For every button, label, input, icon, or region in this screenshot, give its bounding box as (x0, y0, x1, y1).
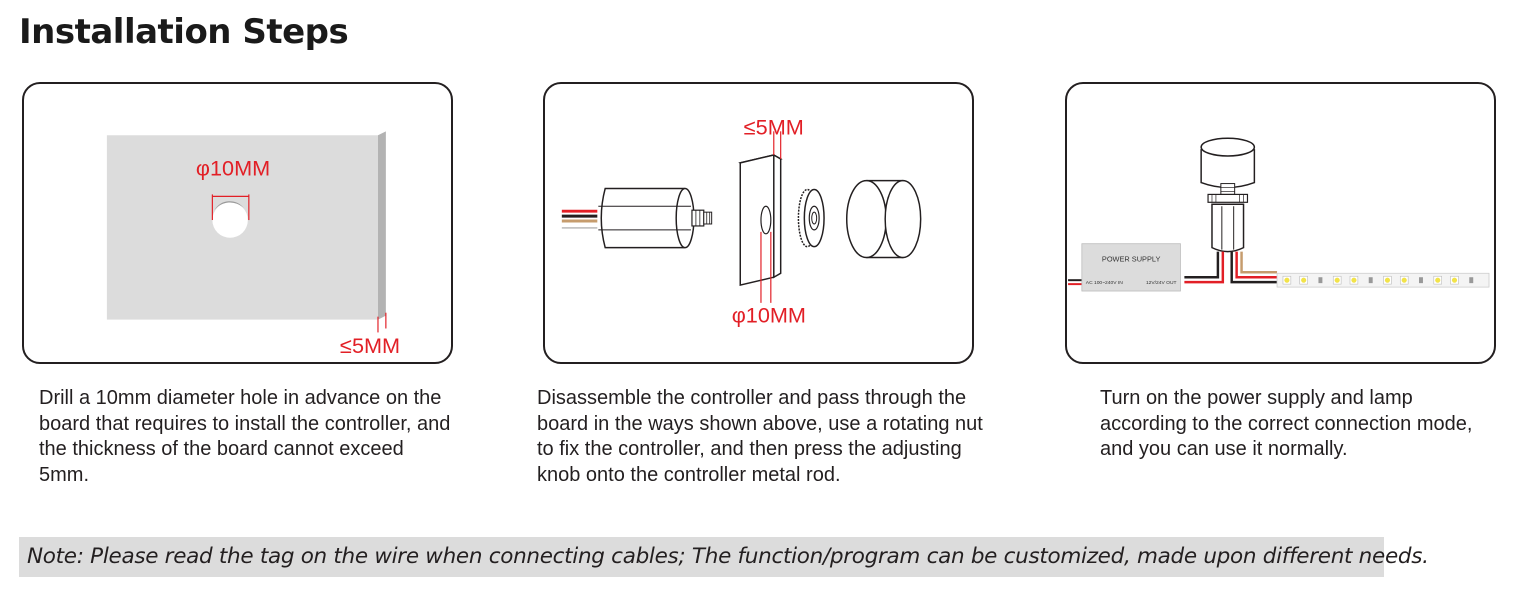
led-light (1351, 277, 1357, 283)
adjusting-knob (845, 179, 922, 259)
hole-diameter-label: φ10MM (732, 303, 806, 328)
led-light (1334, 277, 1340, 283)
adjusting-knob (1200, 137, 1256, 189)
power-output-label: 12V/24V OUT (1146, 280, 1177, 286)
led-resistor (1469, 277, 1474, 284)
step-3-description: Turn on the power supply and lamp accord… (1100, 387, 1473, 460)
power-supply-label: POWER SUPPLY (1102, 254, 1161, 263)
led-light (1435, 277, 1441, 283)
led-strip (1276, 272, 1490, 288)
rotating-nut (797, 188, 825, 248)
led-resistor (1368, 277, 1373, 284)
step-2-description: Disassemble the controller and pass thro… (537, 387, 983, 486)
page-title: Installation Steps (19, 12, 349, 52)
power-input-label: AC 100~240V IN (1086, 280, 1123, 286)
board-side (377, 131, 386, 320)
thickness-label: ≤5MM (340, 333, 400, 358)
controller-wires (1184, 251, 1278, 284)
thickness-label: ≤5MM (744, 114, 804, 139)
drilled-board-diagram: φ10MM ≤5MM (106, 131, 400, 358)
step-2-illustration: ≤5MM φ10MM (543, 82, 974, 364)
led-light (1401, 277, 1407, 283)
led-light (1451, 277, 1458, 283)
note-banner: Note: Please read the tag on the wire wh… (19, 537, 1429, 577)
controller-threaded-rod (1207, 183, 1249, 203)
controller-threaded-rod (691, 209, 713, 227)
step-1-description: Drill a 10mm diameter hole in advance on… (39, 387, 451, 486)
mounting-board (738, 153, 783, 287)
hole-diameter-label: φ10MM (196, 156, 270, 181)
step-1-illustration: φ10MM ≤5MM (22, 82, 453, 364)
drilled-hole (212, 202, 248, 238)
led-light (1284, 277, 1290, 283)
led-resistor (1318, 277, 1323, 284)
step-3-illustration: POWER SUPPLY AC 100~240V IN 12V/24V OUT (1065, 82, 1496, 364)
wiring-diagram: POWER SUPPLY AC 100~240V IN 12V/24V OUT (1068, 137, 1490, 292)
led-resistor (1419, 277, 1423, 284)
controller-body (1211, 203, 1245, 253)
led-light (1301, 277, 1307, 283)
controller-body (598, 187, 695, 249)
exploded-assembly-diagram: ≤5MM φ10MM (561, 114, 922, 328)
power-supply: POWER SUPPLY AC 100~240V IN 12V/24V OUT (1081, 243, 1181, 292)
controller-wires (561, 209, 598, 229)
led-light (1384, 277, 1391, 283)
